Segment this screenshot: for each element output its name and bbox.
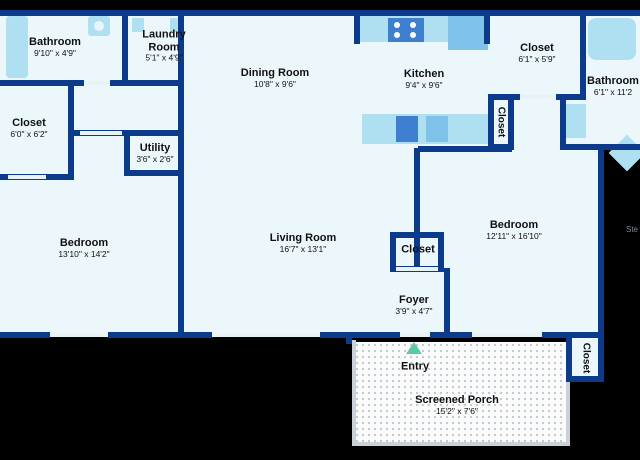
refrigerator [448, 16, 488, 50]
bedroom-left-floor [0, 84, 182, 336]
stove [388, 18, 424, 42]
openings [8, 81, 556, 337]
room-label-porch: Screened Porch 15'2" x 7'6" [415, 393, 499, 416]
burner-1 [394, 22, 400, 28]
shower-right [608, 134, 640, 172]
bathtub-left [6, 16, 28, 78]
room-label-bedroom-left: Bedroom 13'10" x 14'2" [58, 236, 110, 259]
burner-3 [394, 32, 400, 38]
room-label-closet-vertical-kitchen: Closet [495, 106, 507, 138]
watermark: Ste [626, 225, 639, 234]
fixtures [6, 16, 640, 172]
room-label-dining: Dining Room 10'8" x 9'6" [240, 66, 310, 89]
room-label-utility: Utility 3'6" x 2'6" [136, 141, 174, 164]
vanity-right [566, 104, 586, 138]
sink-left-basin [94, 21, 104, 31]
room-label-closet-vertical-porch: Closet [580, 342, 592, 374]
room-label-bedroom-right: Bedroom 12'11" x 16'10" [486, 218, 542, 241]
burner-2 [410, 22, 416, 28]
room-label-closet-center: Closet [401, 243, 435, 256]
room-label-laundry: Laundry Room 5'1" x 4'9" [142, 28, 186, 63]
room-label-closet-top: Closet 6'1" x 5'9" [518, 41, 556, 64]
bathtub-right [588, 18, 636, 60]
room-label-closet-left: Closet 6'0" x 6'2" [10, 116, 48, 139]
room-label-kitchen: Kitchen 9'4" x 9'6" [403, 67, 445, 90]
room-label-bathroom-right: Bathroom 6'1" x 11'2 [587, 74, 639, 97]
burner-4 [410, 32, 416, 38]
floor-areas [0, 14, 640, 380]
washer [132, 18, 144, 32]
screened-porch [352, 340, 570, 446]
closet-top-floor [488, 14, 584, 97]
room-label-bathroom-left: Bathroom 9'10" x 4'9" [29, 35, 81, 58]
kitchen-sink [426, 116, 448, 142]
room-label-living: Living Room 16'7" x 13'1" [269, 231, 337, 254]
dishwasher [396, 116, 418, 142]
kitchen-counter-bottom [362, 114, 488, 144]
entry-arrow-icon [406, 342, 422, 354]
room-label-entry: Entry [400, 360, 430, 373]
room-label-foyer: Foyer 3'9" x 4'7" [395, 293, 433, 316]
closet-porch-floor [568, 336, 602, 380]
